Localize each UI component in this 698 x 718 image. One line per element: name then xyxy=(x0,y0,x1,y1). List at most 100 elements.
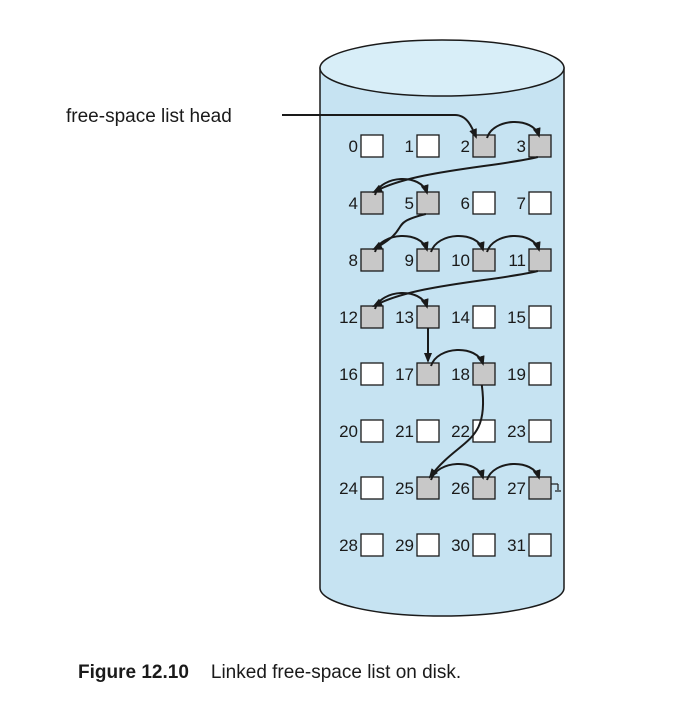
link-9-to-10 xyxy=(430,235,485,253)
block-number: 15 xyxy=(507,308,526,327)
disk-block-22: 22 xyxy=(451,419,496,443)
block-number: 24 xyxy=(339,479,358,498)
block-number: 29 xyxy=(395,536,414,555)
block-number: 31 xyxy=(507,536,526,555)
figure-number: Figure 12.10 xyxy=(78,662,189,683)
block-number: 8 xyxy=(349,251,358,270)
free-block-box xyxy=(472,476,496,500)
allocated-block-box xyxy=(472,191,496,215)
block-number: 3 xyxy=(517,137,526,156)
allocated-block-box xyxy=(360,362,384,386)
allocated-block-box xyxy=(472,305,496,329)
allocated-block-box xyxy=(360,419,384,443)
allocated-block-box xyxy=(360,533,384,557)
disk-block-13: 13 xyxy=(395,305,440,329)
disk-block-6: 6 xyxy=(461,191,496,215)
list-end-terminator xyxy=(551,483,561,492)
disk-block-18: 18 xyxy=(451,362,496,386)
block-number: 12 xyxy=(339,308,358,327)
disk-block-24: 24 xyxy=(339,476,384,500)
disk-block-3: 3 xyxy=(517,134,552,158)
free-block-box xyxy=(416,476,440,500)
disk-block-29: 29 xyxy=(395,533,440,557)
free-block-box xyxy=(360,305,384,329)
free-space-list-head: free-space list head xyxy=(66,106,477,139)
disk-block-8: 8 xyxy=(349,248,384,272)
block-number: 0 xyxy=(349,137,358,156)
disk-block-15: 15 xyxy=(507,305,552,329)
free-block-box xyxy=(472,134,496,158)
allocated-block-box xyxy=(528,533,552,557)
free-block-box xyxy=(472,362,496,386)
disk-block-2: 2 xyxy=(461,134,496,158)
block-number: 4 xyxy=(349,194,358,213)
link-26-to-27 xyxy=(486,463,541,481)
disk-block-12: 12 xyxy=(339,305,384,329)
block-number: 22 xyxy=(451,422,470,441)
disk-block-7: 7 xyxy=(517,191,552,215)
disk-block-20: 20 xyxy=(339,419,384,443)
block-number: 7 xyxy=(517,194,526,213)
disk-block-25: 25 xyxy=(395,476,440,500)
disk-block-30: 30 xyxy=(451,533,496,557)
link-3-to-4 xyxy=(372,156,539,193)
disk-block-16: 16 xyxy=(339,362,384,386)
free-block-box xyxy=(528,248,552,272)
block-number: 27 xyxy=(507,479,526,498)
link-11-to-12 xyxy=(372,270,539,307)
link-10-to-11 xyxy=(486,235,541,253)
link-17-to-18 xyxy=(430,349,485,367)
disk-block-5: 5 xyxy=(405,191,440,215)
block-number: 10 xyxy=(451,251,470,270)
allocated-block-box xyxy=(416,134,440,158)
disk-block-14: 14 xyxy=(451,305,496,329)
disk-block-0: 0 xyxy=(349,134,384,158)
free-block-box xyxy=(416,248,440,272)
free-block-box xyxy=(416,191,440,215)
disk-block-17: 17 xyxy=(395,362,440,386)
block-number: 2 xyxy=(461,137,470,156)
disk-block-28: 28 xyxy=(339,533,384,557)
disk-block-26: 26 xyxy=(451,476,496,500)
block-number: 21 xyxy=(395,422,414,441)
block-number: 19 xyxy=(507,365,526,384)
disk-block-21: 21 xyxy=(395,419,440,443)
disk-block-23: 23 xyxy=(507,419,552,443)
disk-block-19: 19 xyxy=(507,362,552,386)
link-2-to-3 xyxy=(486,121,541,139)
figure-caption-text: Linked free-space list on disk. xyxy=(210,662,462,683)
disk-block-10: 10 xyxy=(451,248,496,272)
free-block-box xyxy=(416,305,440,329)
free-block-box xyxy=(528,134,552,158)
allocated-block-box xyxy=(416,533,440,557)
free-block-box xyxy=(472,248,496,272)
block-number: 5 xyxy=(405,194,414,213)
link-4-to-5 xyxy=(374,178,429,196)
figure-caption: Figure 12.10 Linked free-space list on di… xyxy=(78,662,461,684)
block-number: 28 xyxy=(339,536,358,555)
block-number: 30 xyxy=(451,536,470,555)
allocated-block-box xyxy=(360,134,384,158)
allocated-block-box xyxy=(528,362,552,386)
block-number: 13 xyxy=(395,308,414,327)
block-number: 14 xyxy=(451,308,470,327)
block-number: 6 xyxy=(461,194,470,213)
link-5-to-8 xyxy=(372,213,427,250)
free-block-box xyxy=(360,191,384,215)
disk-block-9: 9 xyxy=(405,248,440,272)
free-block-box xyxy=(416,362,440,386)
block-number: 20 xyxy=(339,422,358,441)
block-number: 1 xyxy=(405,137,414,156)
allocated-block-box xyxy=(528,305,552,329)
disk-block-27: 27 xyxy=(507,476,552,500)
disk-block-1: 1 xyxy=(405,134,440,158)
link-25-to-26 xyxy=(430,463,485,481)
allocated-block-box xyxy=(528,419,552,443)
block-number: 25 xyxy=(395,479,414,498)
allocated-block-box xyxy=(528,191,552,215)
free-space-list-head-label: free-space list head xyxy=(66,106,232,127)
link-8-to-9 xyxy=(374,235,429,253)
block-number: 23 xyxy=(507,422,526,441)
